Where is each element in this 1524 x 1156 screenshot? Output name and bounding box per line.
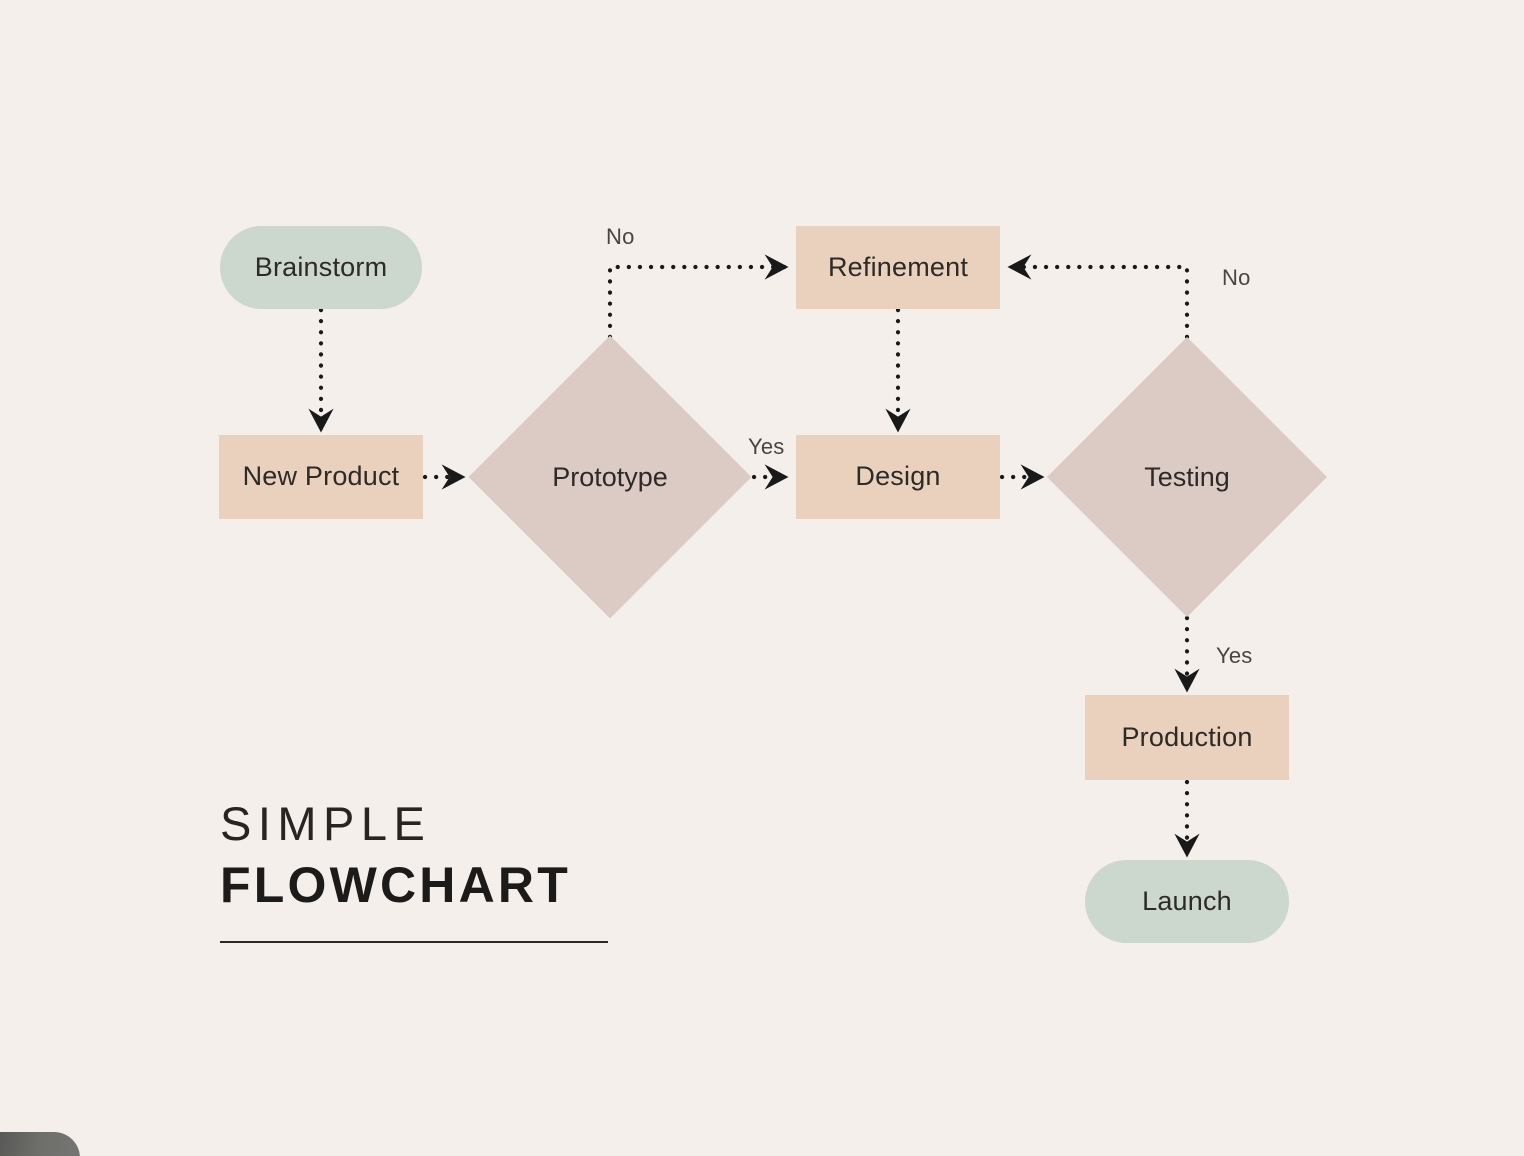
- node-brainstorm[interactable]: Brainstorm: [220, 226, 422, 309]
- node-new-product-label: New Product: [242, 461, 400, 492]
- node-prototype[interactable]: Prototype: [468, 335, 752, 619]
- edge-label-yes-left: Yes: [748, 434, 785, 459]
- corner-overlay-chrome: [0, 1132, 80, 1156]
- title-block: SIMPLE FLOWCHART: [220, 797, 608, 943]
- node-brainstorm-label: Brainstorm: [254, 251, 388, 282]
- node-production[interactable]: Production: [1085, 695, 1289, 780]
- title-line-flowchart: FLOWCHART: [220, 856, 571, 913]
- node-testing-label: Testing: [1144, 461, 1230, 492]
- node-production-label: Production: [1121, 721, 1253, 752]
- title-line-simple: SIMPLE: [220, 797, 432, 850]
- edge-label-no-right: No: [1222, 265, 1251, 290]
- edge-label-no-left: No: [606, 224, 635, 249]
- node-design[interactable]: Design: [796, 435, 1000, 519]
- edge-testing-to-refinement-no: [1007, 254, 1190, 340]
- node-launch[interactable]: Launch: [1085, 860, 1289, 943]
- node-refinement-label: Refinement: [827, 251, 969, 282]
- edge-prototype-to-refinement-no: [607, 254, 789, 340]
- edge-label-yes-right: Yes: [1216, 643, 1253, 668]
- node-prototype-label: Prototype: [552, 461, 668, 492]
- node-testing[interactable]: Testing: [1046, 336, 1328, 618]
- node-new-product[interactable]: New Product: [219, 435, 423, 519]
- node-launch-label: Launch: [1142, 885, 1232, 916]
- node-design-label: Design: [855, 461, 941, 492]
- title-underline-rule: [220, 940, 608, 943]
- node-refinement[interactable]: Refinement: [796, 226, 1000, 309]
